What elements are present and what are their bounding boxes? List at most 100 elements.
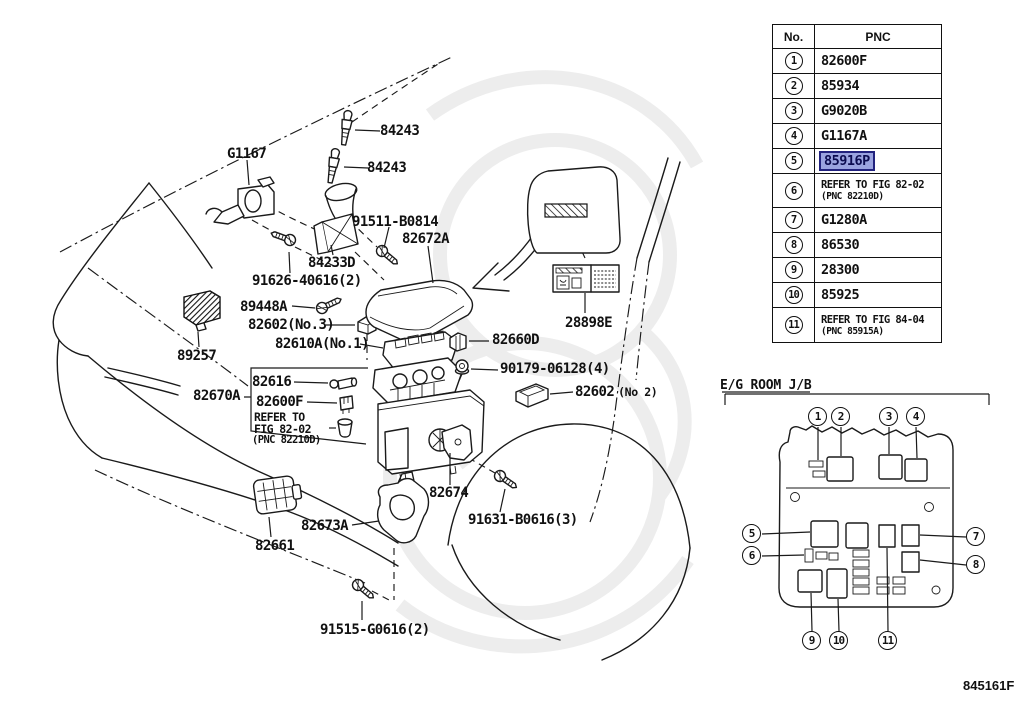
part-91631-screw: [493, 469, 518, 489]
part-84243-b: [327, 148, 341, 184]
label-refer-line2: FIG 82-02: [254, 422, 312, 436]
part-drawings: [183, 109, 621, 599]
jb-callout-8: 8: [966, 555, 985, 574]
row-no-badge: 8: [784, 236, 803, 254]
part-91511-screw: [375, 244, 399, 265]
part-91626-screw: [270, 231, 297, 247]
pnc-value: G9020B: [821, 103, 867, 119]
jb-callout-5: 5: [742, 524, 761, 543]
label-84233d: 84233D: [308, 255, 356, 271]
label-82602-no2-main: 82602: [575, 384, 615, 400]
label-90179-06128: 90179-06128(4): [500, 361, 610, 377]
part-28898e-label: [552, 264, 620, 293]
table-row-7[interactable]: 7 G1280A: [773, 208, 941, 233]
part-89448a: [315, 297, 342, 315]
table-row-1[interactable]: 1 82600F: [773, 49, 941, 74]
label-82600f: 82600F: [256, 394, 304, 410]
label-91511-b0814: 91511-B0814: [352, 214, 439, 230]
part-84233d: [313, 182, 359, 255]
figure-code: 845161F: [963, 678, 1015, 693]
label-82661: 82661: [255, 538, 295, 554]
label-89257: 89257: [177, 348, 217, 364]
table-row-11[interactable]: 11 REFER TO FIG 84-04(PNC 85915A): [773, 308, 941, 342]
row-no-badge: 9: [784, 261, 803, 279]
label-82670a: 82670A: [193, 388, 241, 404]
part-82602-no2: [515, 383, 549, 408]
jb-callout-9: 9: [802, 631, 821, 650]
label-refer-line1: REFER TO: [254, 410, 305, 424]
pnc-subvalue: (PNC 85915A): [821, 325, 884, 337]
table-row-3[interactable]: 3 G9020B: [773, 99, 941, 124]
pnc-value-highlighted: 85916P: [819, 151, 875, 171]
table-row-5-selected[interactable]: 5 85916P: [773, 149, 941, 174]
label-82610a-no1: 82610A(No.1): [275, 336, 370, 352]
label-91631-b0616: 91631-B0616(3): [468, 512, 578, 528]
part-82616: [329, 377, 358, 390]
label-82674: 82674: [429, 485, 469, 501]
table-row-2[interactable]: 2 85934: [773, 74, 941, 99]
row-no-badge: 5: [784, 152, 803, 170]
pnc-table-header: No. PNC: [773, 25, 941, 49]
part-g1167: [205, 176, 275, 225]
col-header-pnc: PNC: [865, 29, 891, 44]
part-cap-82210d: [337, 418, 353, 438]
pnc-value: 85934: [821, 78, 860, 94]
jb-section-title: E/G ROOM J/B: [720, 378, 812, 393]
part-82672a-cover: [365, 279, 474, 342]
table-row-6[interactable]: 6 REFER TO FIG 82-02(PNC 82210D): [773, 174, 941, 208]
pnc-value: 86530: [821, 237, 860, 253]
pnc-table: No. PNC 1 82600F 2 85934 3 G9020B 4 G116…: [772, 24, 942, 343]
label-91515-g0616: 91515-G0616(2): [320, 622, 430, 638]
table-row-10[interactable]: 10 85925: [773, 283, 941, 308]
part-insulator-panel: [526, 166, 621, 254]
row-no-badge: 7: [784, 211, 803, 229]
row-no-badge: 3: [784, 102, 803, 120]
label-82602-no3: 82602(No.3): [248, 317, 335, 333]
part-82660d: [449, 332, 467, 352]
label-28898e: 28898E: [565, 315, 613, 331]
part-91515-screw: [351, 578, 375, 599]
part-82661: [252, 475, 303, 515]
row-no-badge: 1: [784, 52, 803, 70]
pnc-subvalue: (PNC 82210D): [821, 191, 884, 202]
label-82673a: 82673A: [301, 518, 349, 534]
pnc-value: REFER TO FIG 84-04: [821, 313, 925, 326]
jb-callout-1: 1: [808, 407, 827, 426]
part-82674: [441, 424, 473, 461]
jb-callout-11: 11: [878, 631, 897, 650]
leader-lines: [197, 129, 586, 620]
part-84243-a: [340, 109, 353, 146]
label-82616: 82616: [252, 374, 292, 390]
label-91626-40616: 91626-40616(2): [252, 273, 362, 289]
jb-detail: [722, 391, 990, 632]
jb-callout-6: 6: [742, 546, 761, 565]
background-watermark: [383, 70, 704, 654]
pnc-value: G1280A: [821, 212, 867, 228]
row-no-badge: 10: [784, 286, 803, 304]
col-header-no: No.: [773, 25, 815, 48]
jb-callout-10: 10: [829, 631, 848, 650]
pnc-value: 28300: [821, 262, 860, 278]
pnc-value: REFER TO FIG 82-02: [821, 179, 925, 191]
part-90179-nut: [454, 359, 470, 375]
pnc-value: G1167A: [821, 128, 867, 144]
car-body-outline: [52, 56, 691, 661]
label-82660d: 82660D: [492, 332, 540, 348]
label-89448a: 89448A: [240, 299, 288, 315]
label-82672a: 82672A: [402, 231, 450, 247]
jb-callout-3: 3: [879, 407, 898, 426]
table-row-9[interactable]: 9 28300: [773, 258, 941, 283]
row-no-badge: 6: [784, 181, 803, 200]
part-82600f: [339, 395, 354, 414]
table-row-8[interactable]: 8 86530: [773, 233, 941, 258]
jb-callout-2: 2: [831, 407, 850, 426]
label-84243-a: 84243: [380, 123, 420, 139]
label-84243-b: 84243: [367, 160, 407, 176]
jb-callout-4: 4: [906, 407, 925, 426]
part-82673a: [376, 471, 430, 544]
row-no-badge: 2: [784, 77, 803, 95]
jb-callout-7: 7: [966, 527, 985, 546]
table-row-4[interactable]: 4 G1167A: [773, 124, 941, 149]
